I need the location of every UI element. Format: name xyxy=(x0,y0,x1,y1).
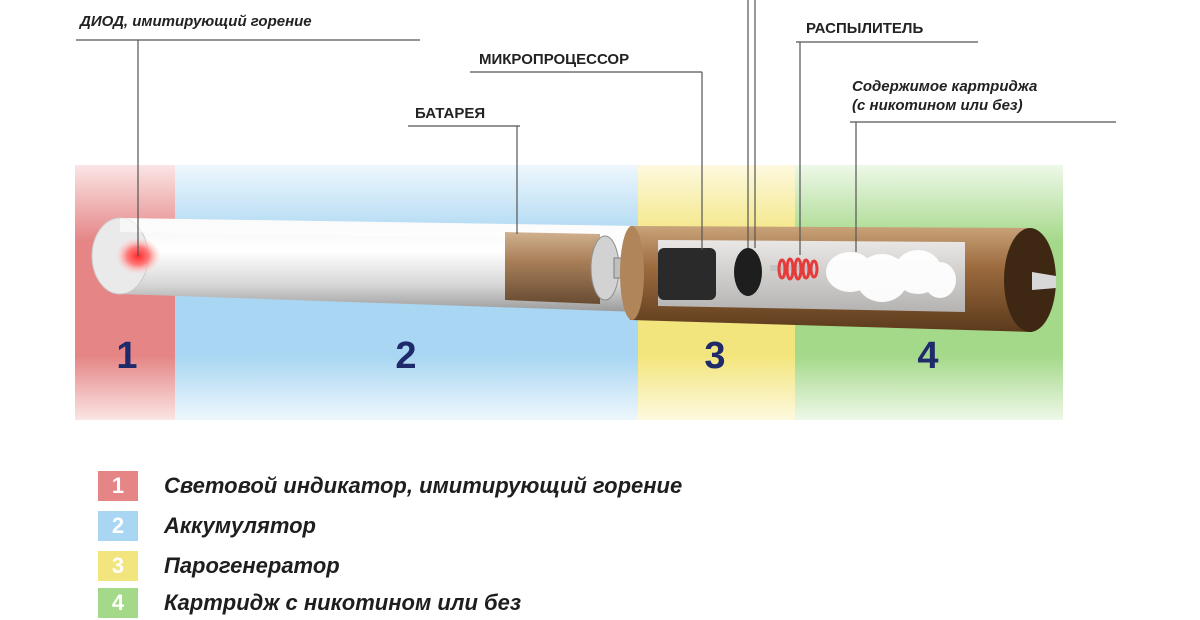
zone-4-number: 4 xyxy=(917,335,939,377)
callout-battery: БАТАРЕЯ xyxy=(415,105,486,122)
legend-swatch-3: 3 xyxy=(98,551,138,581)
legend-swatch-4: 4 xyxy=(98,588,138,618)
battery-brown-band xyxy=(505,232,600,304)
zone-3-number: 3 xyxy=(704,335,726,377)
legend-label-4: Картридж с никотином или без xyxy=(164,590,522,615)
zone-2-number: 2 xyxy=(395,335,417,377)
callout-diode: ДИОД, имитирующий горение xyxy=(80,13,312,30)
callout-leader-lines xyxy=(76,0,1116,256)
legend-swatch-1: 1 xyxy=(98,471,138,501)
legend-label-3: Парогенератор xyxy=(164,553,340,578)
callout-cartridge-contents: Содержимое картриджа (с никотином или бе… xyxy=(852,77,1037,115)
e-cigarette-illustration xyxy=(76,0,1116,332)
heater-ring xyxy=(734,248,762,296)
legend-swatch-2: 2 xyxy=(98,511,138,541)
callout-cartridge-line-1: Содержимое картриджа xyxy=(852,78,1038,95)
zone-1-number: 1 xyxy=(116,335,138,377)
legend-label-2: Аккумулятор xyxy=(164,513,316,538)
microprocessor-chip xyxy=(658,248,716,300)
cartridge-contents xyxy=(826,250,956,302)
callout-microprocessor: МИКРОПРОЦЕССОР xyxy=(479,51,630,68)
atomizer-coil xyxy=(770,257,819,281)
callout-atomizer: РАСПЫЛИТЕЛЬ xyxy=(806,20,924,37)
legend-label-1: Световой индикатор, имитирующий горение xyxy=(164,473,683,498)
callout-cartridge-line-2: (с никотином или без) xyxy=(852,97,1023,114)
